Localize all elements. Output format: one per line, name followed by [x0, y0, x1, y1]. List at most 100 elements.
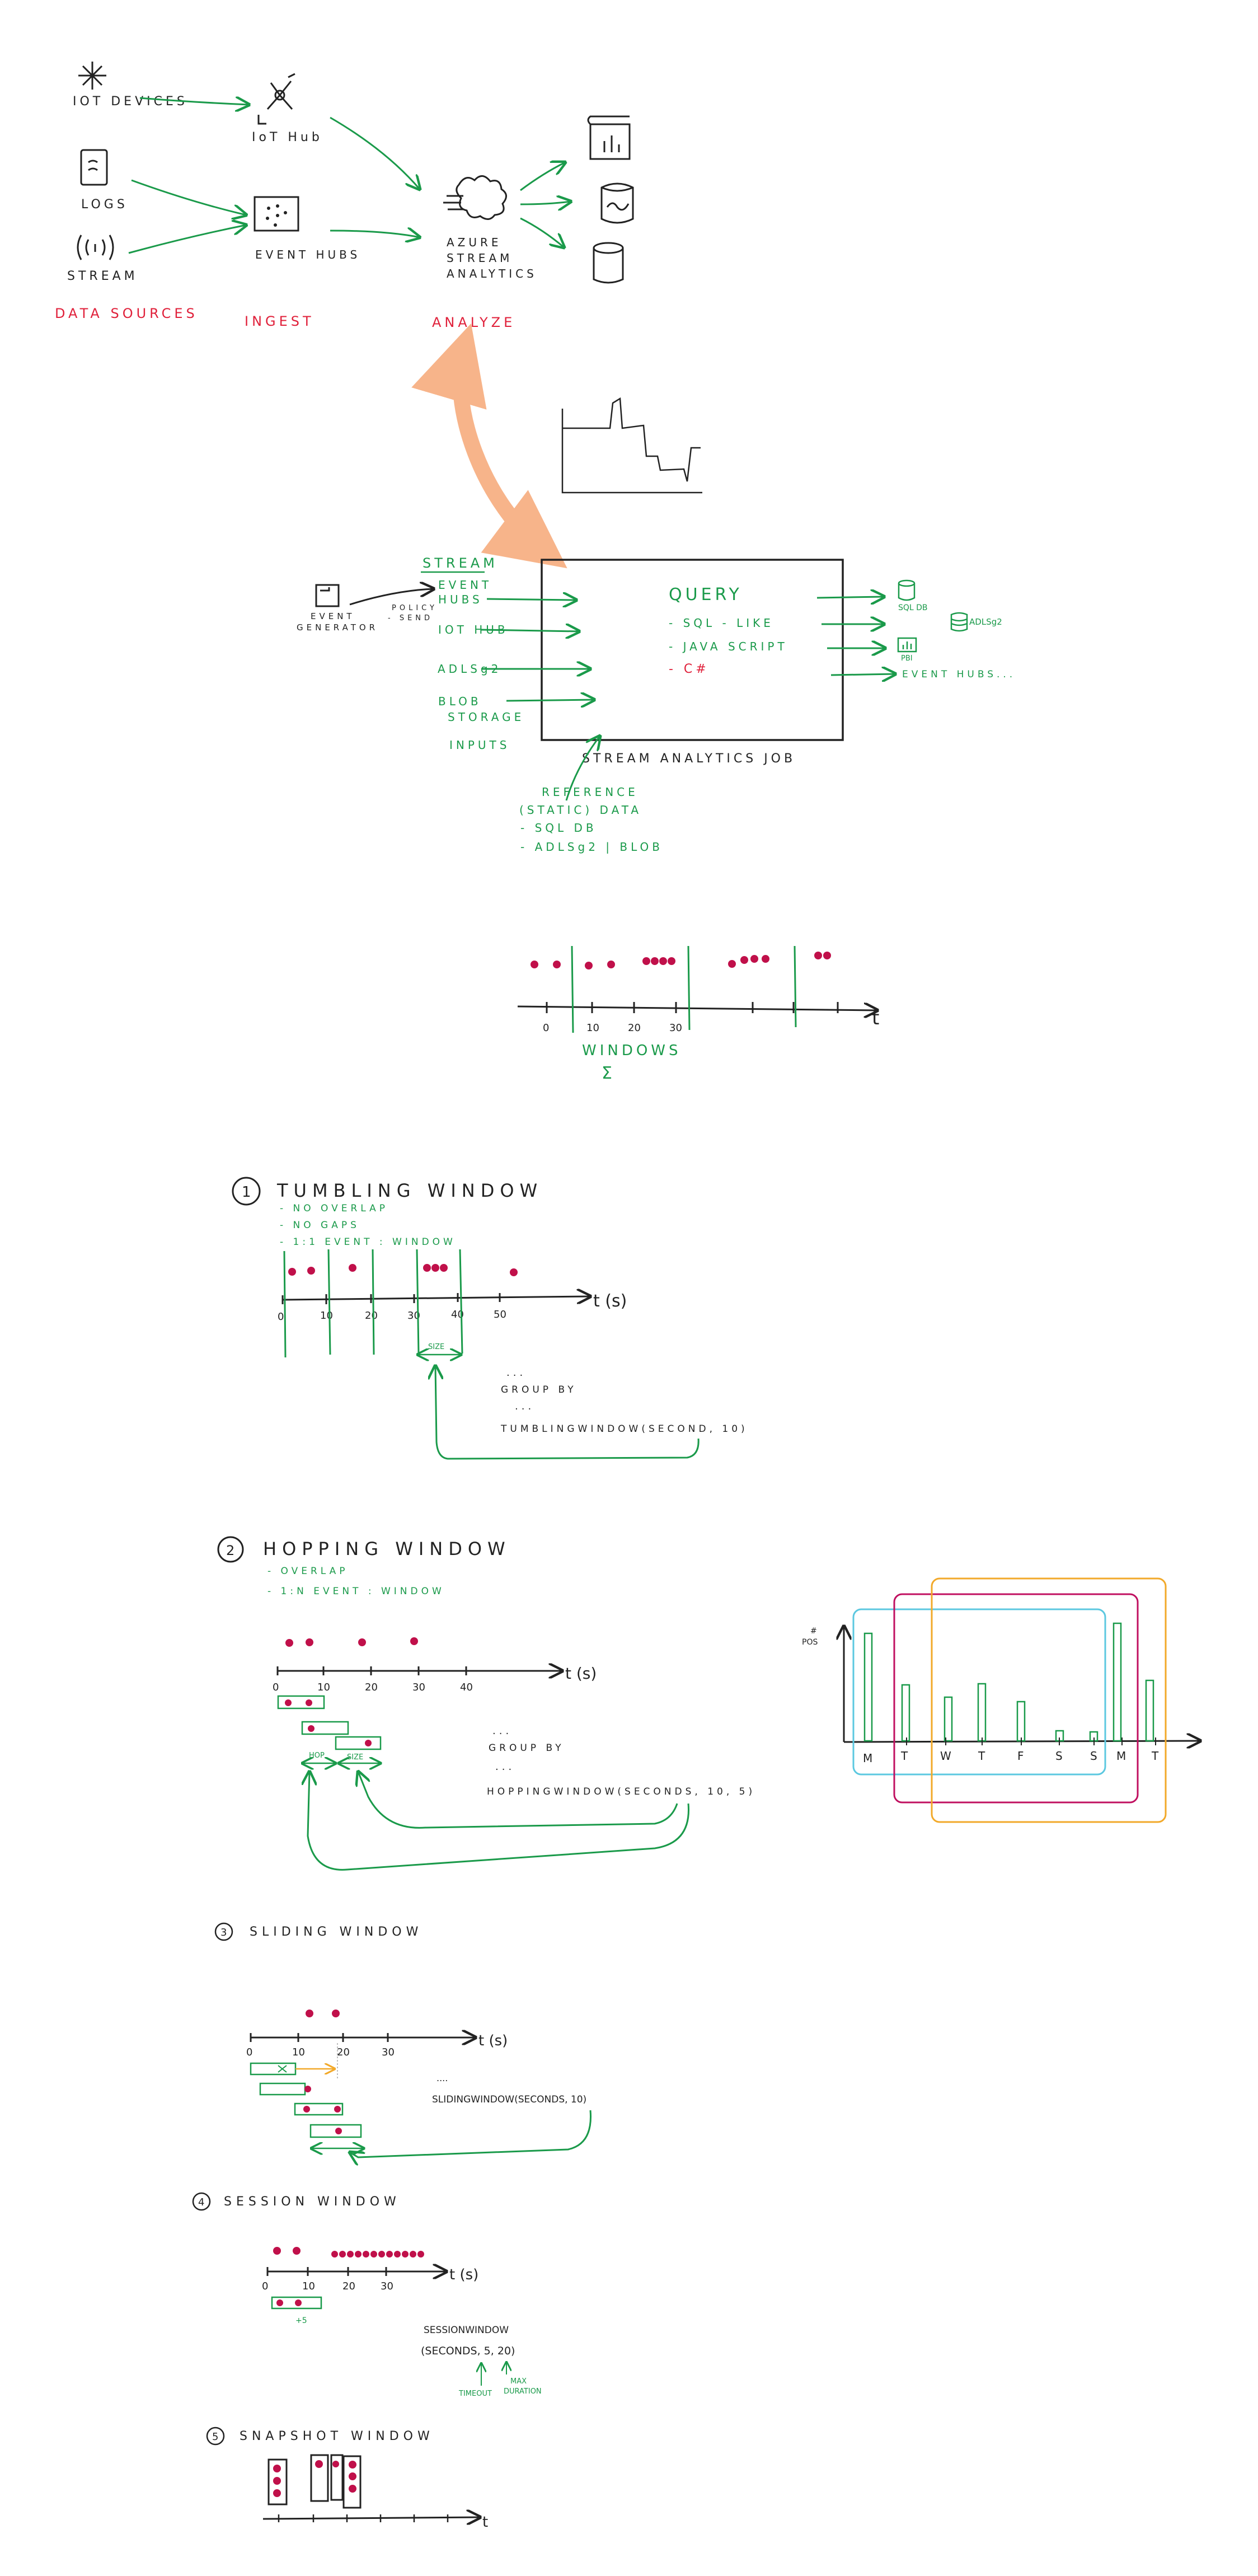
zoom-in-arrow	[411, 323, 567, 569]
event-dot	[331, 2251, 338, 2257]
iot-devices-label: IOT DEVICES	[73, 95, 188, 109]
event-dot	[349, 1264, 356, 1272]
stream-analytics-icon	[443, 175, 507, 220]
session-code-1: SESSIONWINDOW	[424, 2325, 509, 2336]
reference-static: (STATIC) DATA	[519, 803, 642, 817]
session-title: SESSION WINDOW	[224, 2195, 401, 2209]
windows-axis	[517, 1006, 877, 1010]
hopping-hop-label: HOP	[309, 1751, 325, 1760]
event-dot	[814, 952, 822, 959]
sql-db-output-icon	[898, 579, 916, 601]
hop-window-3	[931, 1577, 1167, 1823]
tumbling-size-label: SIZE	[428, 1343, 444, 1351]
sliding-tick-30: 30	[382, 2046, 395, 2058]
event-dot	[273, 2489, 281, 2497]
event-dot	[370, 2251, 377, 2257]
snapshot-axis-label: t	[482, 2514, 488, 2531]
sliding-tick-20: 20	[337, 2046, 350, 2058]
sliding-window-events	[303, 2086, 342, 2134]
generator-arrow	[349, 589, 434, 606]
tumbling-axis	[282, 1296, 590, 1300]
tumbling-code-4: TUMBLINGWINDOW(SECOND, 10)	[500, 1423, 748, 1435]
hopping-size-param-arrow	[358, 1772, 678, 1829]
chart-day-m2: M	[1116, 1749, 1126, 1763]
inputs-label: INPUTS	[449, 738, 510, 752]
query-js: - JAVA SCRIPT	[669, 640, 788, 653]
event-dot	[363, 2251, 369, 2257]
hopping-window-section: 2 HOPPING WINDOW - OVERLAP - 1:N EVENT :…	[217, 1536, 1200, 1871]
tumbling-events	[288, 1264, 518, 1276]
snapshot-number: 5	[212, 2431, 218, 2443]
event-dot	[423, 1264, 431, 1272]
event-dot	[378, 2251, 385, 2257]
event-dot	[402, 2251, 409, 2257]
tumbling-tick-20: 20	[365, 1310, 378, 1322]
windows-caption: WINDOWS	[582, 1042, 682, 1059]
hopping-daily-chart: #POS M T W T	[802, 1577, 1200, 1823]
event-dot	[410, 2251, 416, 2257]
hopping-window-events	[285, 1699, 372, 1746]
event-dot	[349, 2472, 356, 2480]
event-dot	[762, 955, 769, 963]
event-dot	[659, 957, 667, 965]
job-label: STREAM ANALYTICS JOB	[582, 752, 796, 766]
output-pbi: PBI	[901, 654, 913, 663]
tumbling-tick-30: 30	[407, 1310, 420, 1322]
session-code-2: (SECONDS, 5, 20)	[421, 2345, 515, 2357]
hopping-chart-ticks	[906, 1737, 1156, 1745]
hopping-hop-param-arrow	[308, 1772, 689, 1871]
hopping-events	[285, 1637, 418, 1647]
event-dot	[285, 1639, 293, 1647]
dashboard-output-icon	[587, 115, 631, 160]
output-sql-db: SQL DB	[898, 603, 928, 612]
hopping-tick-0: 0	[273, 1682, 279, 1693]
iot-devices-icon	[78, 62, 106, 90]
tumbling-tick-0: 0	[278, 1311, 284, 1323]
tumbling-ticks	[281, 1293, 501, 1304]
hopping-code-1: ...	[492, 1725, 512, 1737]
snapshot-title: SNAPSHOT WINDOW	[240, 2429, 434, 2443]
policy-send-label: POLICY- SEND	[388, 604, 438, 622]
event-dot	[823, 952, 831, 959]
tumbling-code-3: ...	[515, 1401, 534, 1412]
event-dot	[285, 1699, 292, 1706]
hopping-title: HOPPING WINDOW	[263, 1538, 511, 1559]
hopping-size-label: SIZE	[347, 1753, 363, 1762]
event-dot	[510, 1268, 518, 1276]
tumbling-code-2: GROUP BY	[501, 1384, 577, 1395]
snapshot-ticks	[278, 2514, 449, 2522]
event-dot	[273, 2247, 281, 2255]
event-dot	[295, 2299, 302, 2306]
chart-bar	[901, 1684, 910, 1742]
output-arrows	[816, 597, 895, 675]
event-dot	[332, 2461, 339, 2467]
event-dot	[303, 2106, 310, 2113]
event-dot	[304, 2086, 311, 2092]
chart-day-t: T	[900, 1749, 908, 1763]
hopping-chart-bars	[863, 1622, 1154, 1742]
event-generator-icon	[315, 584, 340, 607]
tumbling-code-1: ...	[506, 1367, 526, 1379]
sliding-tick-0: 0	[246, 2046, 252, 2058]
hopping-tick-20: 20	[365, 1682, 378, 1693]
session-tick-30: 30	[381, 2280, 393, 2292]
event-dot	[334, 2106, 341, 2113]
event-dot	[306, 1638, 313, 1646]
hopping-tick-40: 40	[460, 1682, 473, 1693]
tumbling-bullet-2: - NO GAPS	[280, 1220, 360, 1231]
hopping-code-2: GROUP BY	[489, 1743, 565, 1754]
pipeline-overview: IOT DEVICES LOGS STREAM DATA SOURCES IoT…	[55, 62, 634, 330]
storage-output-icon	[600, 182, 634, 224]
event-dot	[440, 1264, 448, 1272]
logs-label: LOGS	[81, 198, 128, 212]
logs-icon	[80, 149, 108, 186]
snapshot-events	[273, 2460, 356, 2497]
event-dot	[288, 1268, 296, 1276]
iot-hub-label: IoT Hub	[252, 130, 323, 144]
job-box	[541, 559, 844, 741]
event-dot	[355, 2251, 362, 2257]
